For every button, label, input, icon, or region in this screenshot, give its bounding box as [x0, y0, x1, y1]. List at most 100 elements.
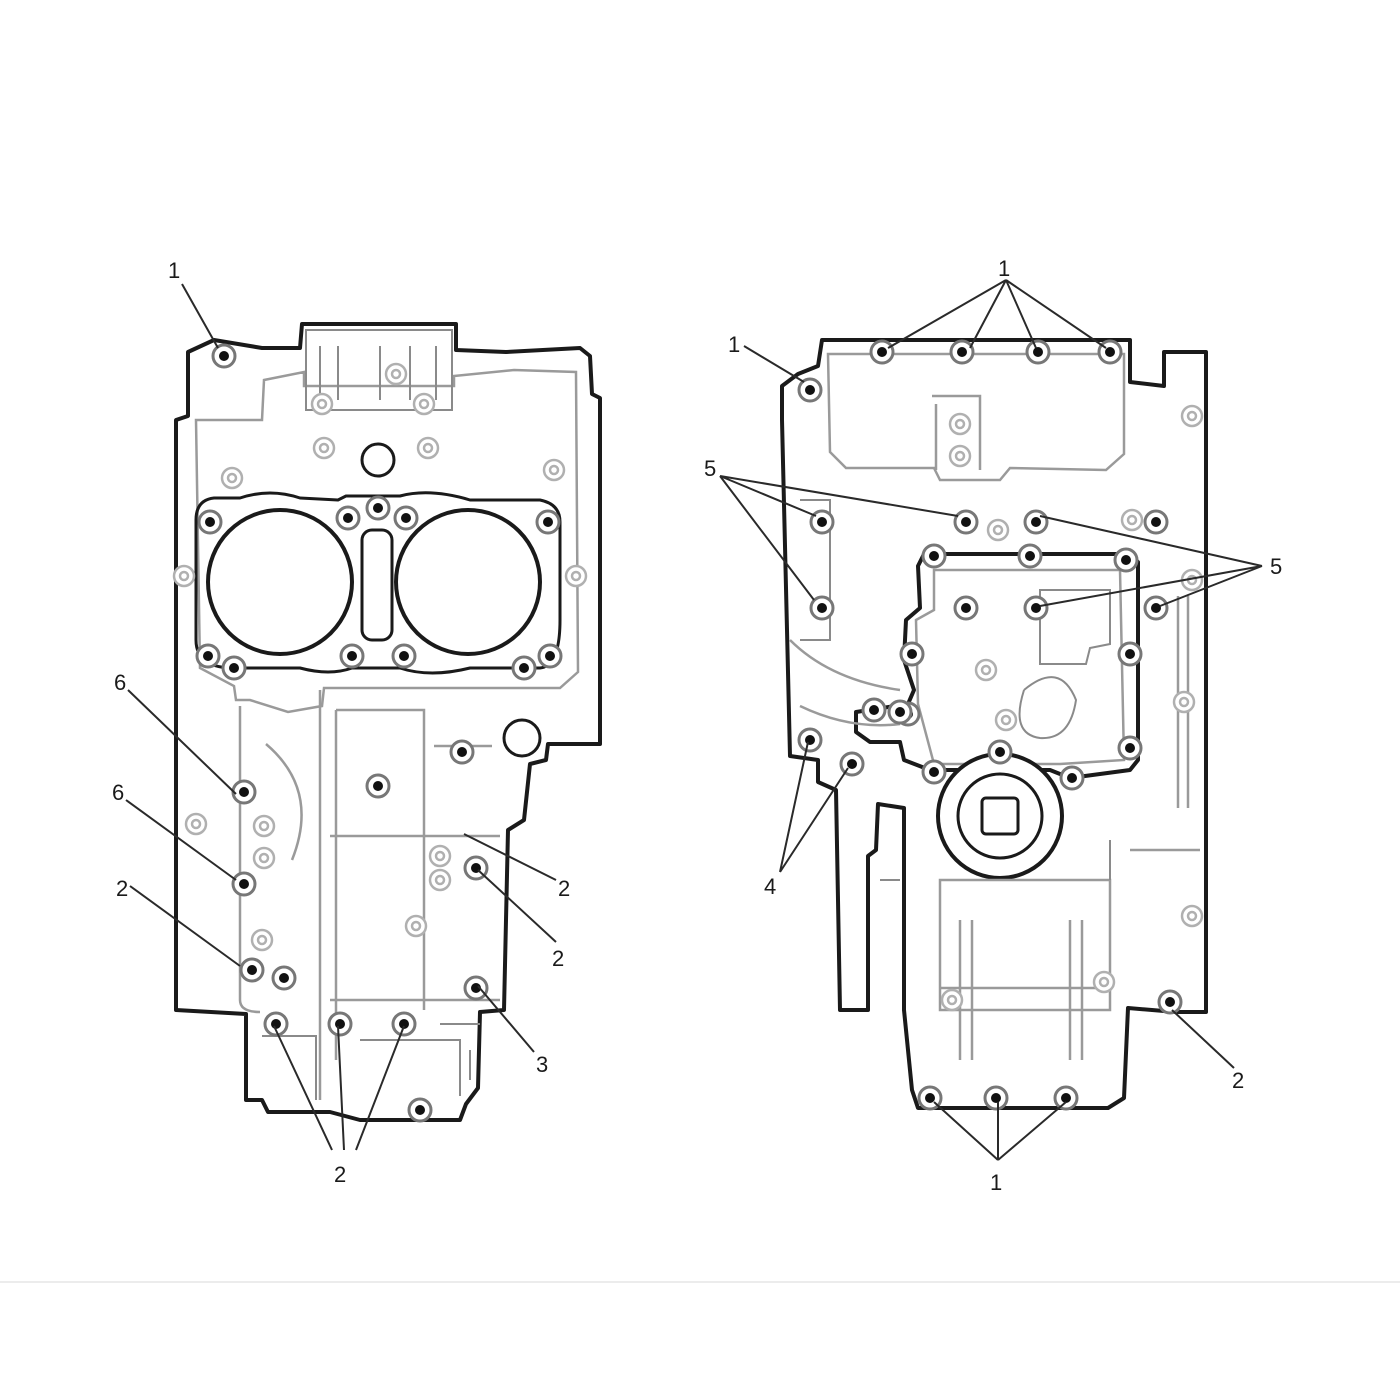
- left-bolt-26: [184, 812, 208, 836]
- left-bolt-3: [412, 392, 436, 416]
- left-bolt-34: [239, 957, 265, 983]
- left-bolt-group: [172, 343, 588, 1123]
- right-bolt-11: [1023, 509, 1049, 535]
- right-bolt-31: [839, 751, 865, 777]
- right-bolt-20: [921, 543, 947, 569]
- left-bolt-10: [335, 505, 361, 531]
- left-bolt-14: [172, 564, 196, 588]
- left-leader-2b: [463, 833, 557, 881]
- left-callout-6-lower: 6: [112, 780, 124, 805]
- right-bolt-6: [948, 412, 972, 436]
- left-oil-hole: [360, 442, 396, 478]
- right-bolt-36: [921, 759, 947, 785]
- right-bolt-26: [1117, 735, 1143, 761]
- right-leader-2: [1171, 1009, 1235, 1069]
- left-bolt-37: [263, 1011, 289, 1037]
- left-leader-1: [181, 283, 219, 349]
- right-bolt-22: [1113, 547, 1139, 573]
- right-bolt-28: [994, 708, 1018, 732]
- right-bolt-4: [1025, 339, 1051, 365]
- left-cylinder-block-edge: [194, 368, 580, 714]
- right-callout-1-top: 1: [998, 256, 1010, 281]
- left-bolt-7: [220, 466, 244, 490]
- right-bolt-8: [1180, 404, 1204, 428]
- right-bolt-32: [887, 699, 913, 725]
- left-bolt-36: [463, 975, 489, 1001]
- left-bolt-12: [393, 505, 419, 531]
- left-bolt-38: [327, 1011, 353, 1037]
- left-bolt-2: [310, 392, 334, 416]
- left-bolt-21: [537, 643, 563, 669]
- left-bolt-23: [365, 773, 391, 799]
- left-bolt-13: [535, 509, 561, 535]
- right-bolt-17: [1023, 595, 1049, 621]
- right-bolt-40: [1157, 989, 1183, 1015]
- left-callout-2-bottom: 2: [334, 1162, 346, 1187]
- right-bolt-30: [797, 727, 823, 753]
- right-leader-1-top: [887, 279, 1107, 349]
- left-bolt-8: [542, 458, 566, 482]
- left-bolt-15: [564, 564, 588, 588]
- left-leader-6b: [125, 799, 237, 881]
- right-sump-gasket-inner: [914, 568, 1126, 766]
- right-bolt-2: [869, 339, 895, 365]
- right-leader-1-bottom: [933, 1101, 1067, 1161]
- right-bolt-14: [1120, 508, 1144, 532]
- left-callout-2-left: 2: [116, 876, 128, 901]
- left-bolt-22: [231, 779, 257, 805]
- left-callout-3: 3: [536, 1052, 548, 1077]
- right-sump-gasket: [854, 552, 1140, 780]
- right-bolt-3: [949, 339, 975, 365]
- left-bolt-35: [271, 965, 297, 991]
- left-cylinder-bore-1: [206, 508, 354, 656]
- right-crankcase-outline: [780, 338, 1208, 1110]
- left-port-hole: [502, 718, 542, 758]
- left-leader-2d: [273, 1025, 405, 1151]
- left-crankcase-view: 1 6 6 2 2 2 3 2: [112, 258, 602, 1187]
- left-bolt-31: [428, 868, 452, 892]
- right-bolt-23: [899, 641, 925, 667]
- left-bolt-1: [211, 343, 237, 369]
- right-bolt-33: [861, 697, 887, 723]
- right-leader-5-left: [719, 475, 959, 601]
- right-callout-1-bottom: 1: [990, 1170, 1002, 1195]
- left-bolt-5: [312, 436, 336, 460]
- left-bolt-33: [404, 914, 428, 938]
- right-oil-filter-nut: [980, 796, 1020, 836]
- left-callout-2-right-upper: 2: [558, 876, 570, 901]
- left-bolt-11: [365, 495, 391, 521]
- right-bolt-1: [797, 377, 823, 403]
- left-cylinder-bore-2: [394, 508, 542, 656]
- left-head-gasket-outline: [194, 491, 562, 675]
- left-leader-6a: [127, 689, 237, 795]
- right-bolt-group: [797, 339, 1204, 1111]
- left-bolt-30: [428, 844, 452, 868]
- right-bolt-39: [940, 988, 964, 1012]
- left-leader-2c: [477, 869, 557, 943]
- right-side-detail: [800, 499, 1111, 881]
- left-bolt-32: [250, 928, 274, 952]
- left-bolt-16: [195, 643, 221, 669]
- right-bolt-16: [953, 595, 979, 621]
- left-leader-2a: [129, 885, 241, 967]
- right-bolt-24: [1117, 641, 1143, 667]
- right-callout-1-left: 1: [728, 332, 740, 357]
- left-bolt-39: [391, 1011, 417, 1037]
- left-bolt-6: [416, 436, 440, 460]
- right-bolt-43: [1053, 1085, 1079, 1111]
- right-callout-5-left: 5: [704, 456, 716, 481]
- left-bolt-28: [231, 871, 257, 897]
- right-bolt-10: [953, 509, 979, 535]
- right-bolt-9: [809, 509, 835, 535]
- right-bolt-38: [1092, 970, 1116, 994]
- left-bolt-24: [449, 739, 475, 765]
- left-bolt-9: [197, 509, 223, 535]
- right-bolt-12: [1143, 509, 1169, 535]
- right-top-panel: [826, 352, 1126, 482]
- right-bolt-15: [809, 595, 835, 621]
- left-bolt-20: [511, 655, 537, 681]
- right-bolt-21: [1017, 543, 1043, 569]
- right-bolt-7: [948, 444, 972, 468]
